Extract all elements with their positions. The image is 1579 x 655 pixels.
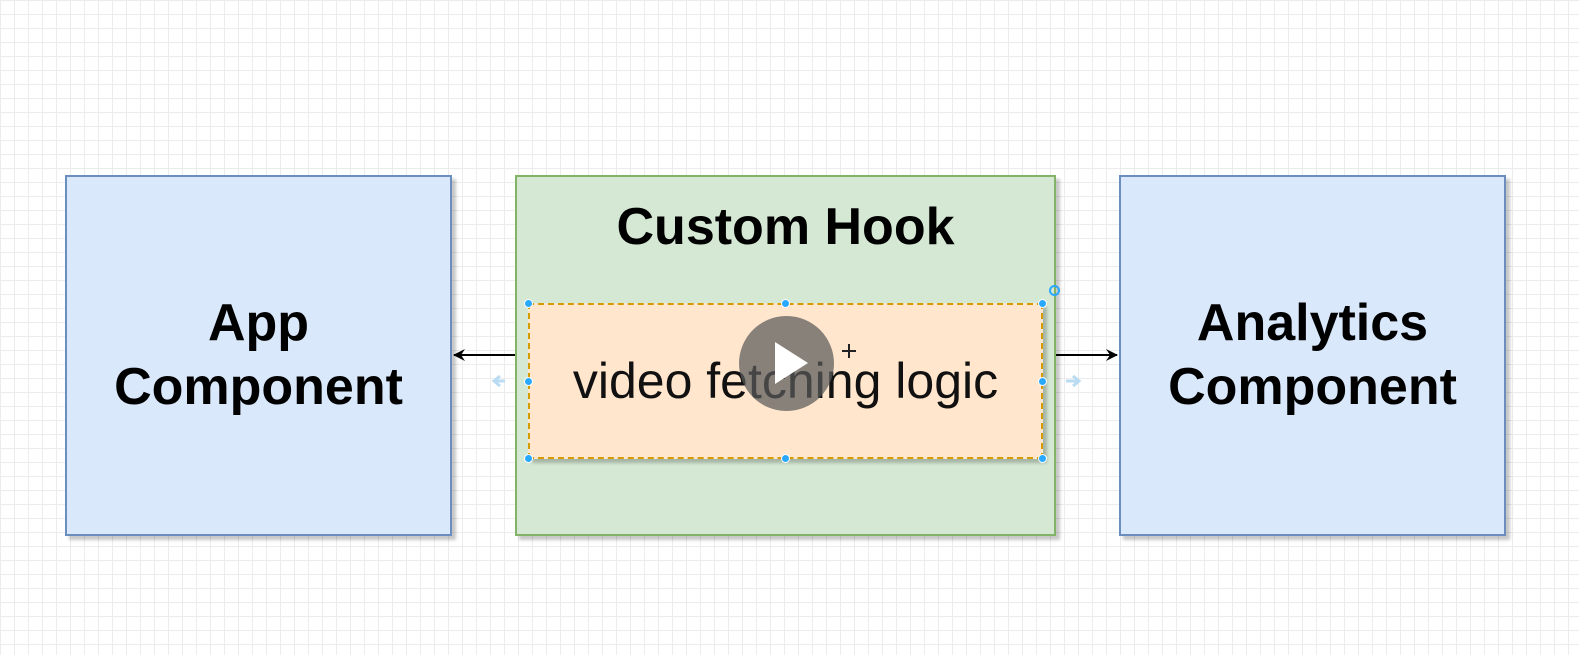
- app-component-label: App Component: [114, 292, 403, 419]
- analytics-component-box[interactable]: Analytics Component: [1119, 175, 1506, 536]
- resize-handle-top-center[interactable]: [781, 299, 790, 308]
- resize-handle-top-right[interactable]: [1038, 299, 1047, 308]
- app-component-label-line2: Component: [114, 357, 403, 416]
- app-component-box[interactable]: App Component: [65, 175, 452, 536]
- app-component-label-line1: App: [207, 294, 310, 353]
- move-cursor-icon: [842, 344, 856, 358]
- analytics-component-label-line1: Analytics: [1196, 294, 1429, 353]
- hover-arrow-right-icon: [1066, 374, 1082, 388]
- analytics-component-label: Analytics Component: [1168, 292, 1457, 419]
- resize-handle-middle-left[interactable]: [524, 377, 533, 386]
- analytics-component-label-line2: Component: [1168, 357, 1457, 416]
- hover-arrow-left-icon: [491, 374, 505, 388]
- resize-handle-top-left[interactable]: [524, 299, 533, 308]
- play-icon[interactable]: [739, 316, 834, 411]
- custom-hook-title: Custom Hook: [616, 198, 955, 256]
- resize-handle-bottom-center[interactable]: [781, 454, 790, 463]
- resize-handle-middle-right[interactable]: [1038, 377, 1047, 386]
- resize-handle-bottom-left[interactable]: [524, 454, 533, 463]
- rotate-handle-icon[interactable]: [1049, 285, 1060, 296]
- resize-handle-bottom-right[interactable]: [1038, 454, 1047, 463]
